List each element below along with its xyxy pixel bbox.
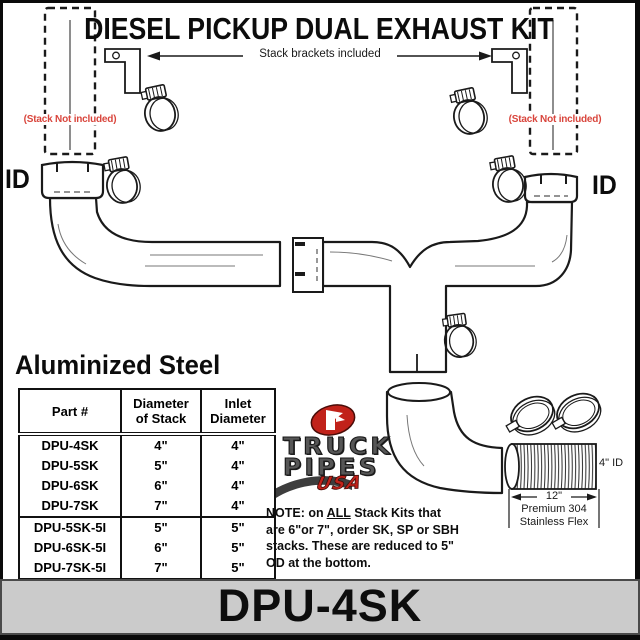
frame-bottom xyxy=(0,635,640,640)
logo-word-usa: USA xyxy=(314,472,364,495)
page-title: DIESEL PICKUP DUAL EXHAUST KIT xyxy=(84,11,554,46)
flex-material-line1: Premium 304 xyxy=(521,503,587,515)
clamp-icon xyxy=(487,153,530,206)
left-stack-bracket xyxy=(104,48,141,94)
id-label-left: ID xyxy=(5,164,30,194)
brackets-included-label: Stack brackets included xyxy=(259,48,381,60)
clamp-icon xyxy=(101,154,144,207)
part-number-banner: DPU-4SK xyxy=(0,579,640,635)
frame-left xyxy=(0,0,3,579)
flex-length-label: 12" xyxy=(545,490,563,502)
clamp-icon xyxy=(138,81,183,135)
flex-dimension xyxy=(508,489,600,528)
part-number: DPU-4SK xyxy=(217,580,423,631)
stack-not-included-right: (Stack Not included) xyxy=(506,114,604,125)
frame-top xyxy=(0,0,640,3)
logo-word-pipes: PIPES xyxy=(282,454,380,481)
logo-swoosh xyxy=(258,476,352,505)
flex-pipe xyxy=(504,443,597,490)
y-pipe-right-elbow xyxy=(321,200,574,374)
bottom-elbow xyxy=(385,382,504,495)
left-elbow-pipe xyxy=(48,196,282,288)
clamp-icon xyxy=(447,84,492,138)
col-part: Part # xyxy=(18,389,122,436)
band-clamp-icon xyxy=(550,386,608,440)
order-note: NOTE: on ALL Stack Kits that are 6"or 7"… xyxy=(266,506,459,570)
left-inlet-collar xyxy=(40,160,105,200)
flex-material-line2: Stainless Flex xyxy=(519,516,589,528)
logo-word-truck: TRUCK xyxy=(282,433,393,460)
id-label-right: ID xyxy=(592,170,617,200)
frame-right xyxy=(635,0,640,579)
truck-pipes-logo-emblem xyxy=(310,404,356,436)
table-heading: Aluminized Steel xyxy=(15,350,221,380)
right-inlet-collar xyxy=(523,172,579,204)
flex-id-label: 4" ID xyxy=(599,457,624,469)
bracket-arrows xyxy=(147,51,492,61)
stack-not-included-left: (Stack Not included) xyxy=(21,114,119,125)
coupler-sleeve xyxy=(292,237,324,293)
right-stack-bracket xyxy=(491,48,528,94)
band-clamp-icon xyxy=(504,389,562,443)
